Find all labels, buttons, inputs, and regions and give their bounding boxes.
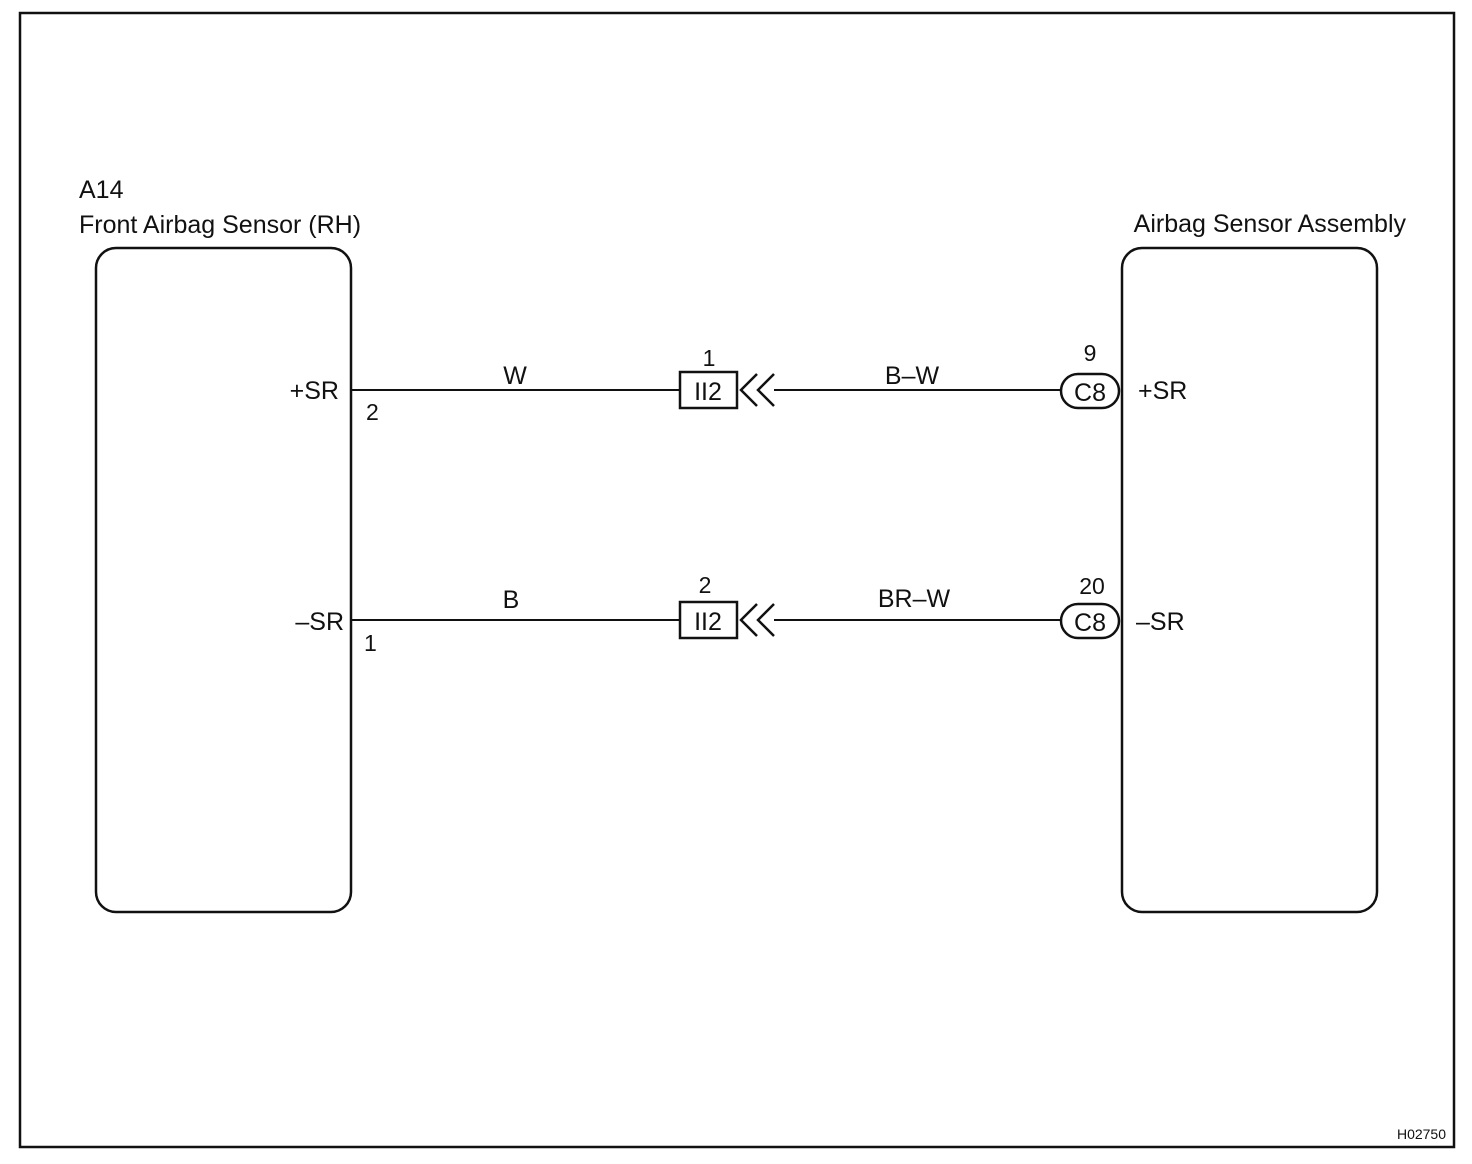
- diagram-border: [18, 11, 1456, 1149]
- wire-minus-sr: B 2 II2 BR–W 20 C8: [351, 572, 1121, 640]
- connector-oval: [1059, 372, 1121, 410]
- connector-pin: 20: [1079, 573, 1105, 599]
- connector-label: C8: [1074, 609, 1106, 637]
- connector-chevron-icon: [739, 373, 775, 407]
- right-terminal-minus-sr: –SR: [1136, 608, 1185, 636]
- right-component: Airbag Sensor Assembly +SR –SR: [1120, 210, 1407, 914]
- wire-color-right: BR–W: [878, 585, 951, 613]
- junction-pin: 1: [703, 345, 716, 371]
- left-component-code: A14: [79, 176, 124, 204]
- right-terminal-plus-sr: +SR: [1138, 377, 1187, 405]
- left-component: A14 Front Airbag Sensor (RH) +SR 2 –SR 1: [79, 176, 379, 914]
- right-component-box: [1120, 246, 1379, 914]
- wire-color-left: B: [503, 586, 520, 614]
- connector-oval: [1059, 602, 1121, 640]
- left-terminal-plus-sr: +SR: [290, 377, 339, 405]
- wire-color-left: W: [503, 362, 527, 390]
- junction-connector-label: II2: [694, 608, 722, 636]
- junction-connector-box: [678, 600, 739, 640]
- left-component-name: Front Airbag Sensor (RH): [79, 211, 361, 239]
- connector-label: C8: [1074, 379, 1106, 407]
- junction-connector-label: II2: [694, 378, 722, 406]
- wire-plus-sr: W 1 II2 B–W 9 C8: [351, 340, 1121, 410]
- left-terminal-plus-sr-pin: 2: [366, 399, 379, 425]
- connector-chevron-icon: [739, 603, 775, 637]
- junction-connector-box: [678, 370, 739, 410]
- figure-code: H02750: [1397, 1126, 1446, 1142]
- connector-pin: 9: [1084, 340, 1097, 366]
- wire-color-right: B–W: [885, 362, 940, 390]
- right-component-name: Airbag Sensor Assembly: [1134, 210, 1407, 238]
- left-component-box: [94, 246, 353, 914]
- left-terminal-minus-sr-pin: 1: [364, 630, 377, 656]
- junction-pin: 2: [699, 572, 712, 598]
- left-terminal-minus-sr: –SR: [295, 608, 344, 636]
